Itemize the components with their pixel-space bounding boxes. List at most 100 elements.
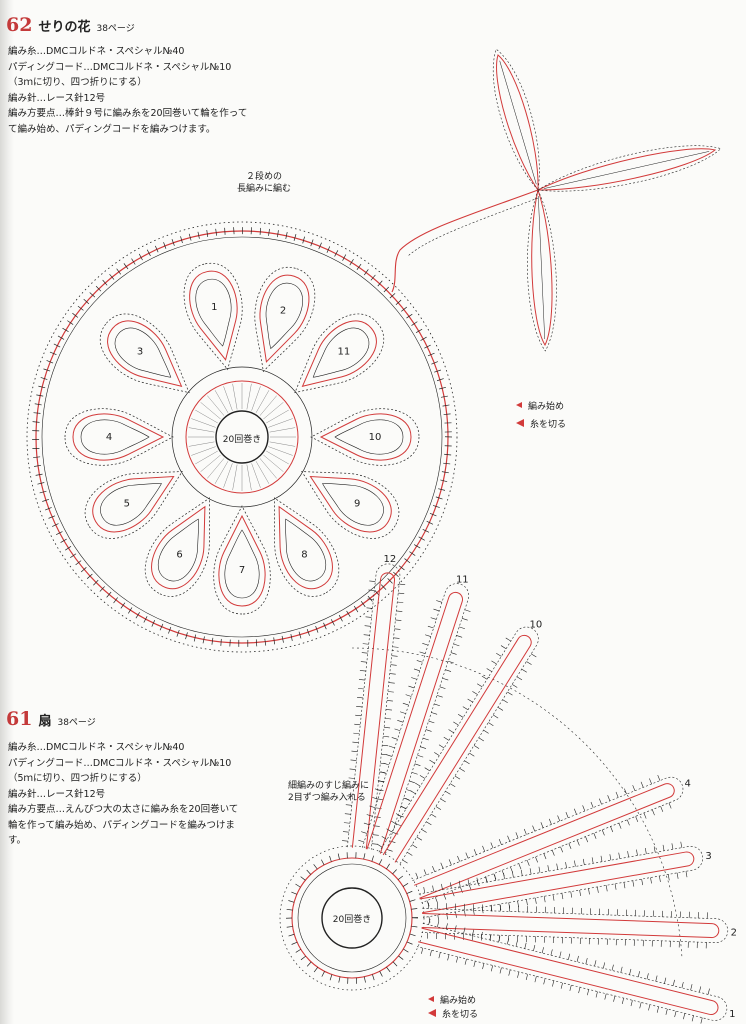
spec-line: 編み針…レース針12号 xyxy=(8,92,106,104)
rib-stitch-mark xyxy=(613,995,616,1002)
outer-stitch-mark xyxy=(33,456,41,458)
rib-stitch-mark xyxy=(426,821,432,826)
petal-outline xyxy=(144,497,210,597)
center-spoke xyxy=(255,390,270,413)
rib-stitch-mark xyxy=(374,788,381,791)
rib-stitch-mark xyxy=(668,802,672,809)
petal-inner xyxy=(114,327,172,378)
outer-stitch-mark xyxy=(215,228,217,236)
outer-stitch-mark xyxy=(293,234,297,241)
rib-stitch-mark xyxy=(603,962,606,969)
outer-stitch-mark xyxy=(62,327,69,332)
rib-stitch-mark xyxy=(441,883,443,890)
outer-stitch-mark xyxy=(60,538,67,543)
rib-stitch-mark xyxy=(494,874,496,881)
outer-stitch-mark xyxy=(120,602,126,609)
rib-stitch-mark xyxy=(438,952,441,959)
rib-stitch-mark xyxy=(591,857,594,864)
rib-stitch-mark xyxy=(421,829,427,833)
center-spoke xyxy=(207,458,225,479)
rib-stitch-mark xyxy=(463,927,466,934)
rib-stitch-mark xyxy=(579,890,581,897)
rib-stitch-mark xyxy=(368,589,375,591)
rib-stitch-mark xyxy=(372,797,379,800)
center-spoke xyxy=(268,446,293,456)
spec-line: （5ｍに切り、四つ折りにする） xyxy=(8,773,147,784)
rib-stitch-mark xyxy=(517,971,520,978)
rib-stitch-mark xyxy=(635,816,639,823)
rib-stitch-mark xyxy=(391,655,398,657)
rib-stitch-mark xyxy=(357,697,364,699)
rib-stitch-mark xyxy=(486,668,492,672)
outer-stitch-mark xyxy=(55,531,63,536)
fan-rib xyxy=(412,774,684,907)
rib-stitch-mark xyxy=(502,699,508,704)
fan-rib xyxy=(376,626,539,866)
rib-stitch-mark xyxy=(540,822,544,828)
rib-stitch-mark xyxy=(433,608,440,612)
rib-stitch-mark xyxy=(346,795,353,797)
rib-stitch-mark xyxy=(498,936,501,943)
rib-stitch-mark xyxy=(394,728,401,732)
legend-cut-label: 糸を切る xyxy=(530,419,567,430)
fan-rib xyxy=(358,583,471,856)
leaf-vein xyxy=(538,195,545,340)
outer-stitch-mark xyxy=(99,586,105,592)
center-spoke xyxy=(266,450,289,465)
outer-stitch-mark xyxy=(298,631,302,639)
rib-stitch-mark xyxy=(450,652,457,655)
rib-stitch-mark xyxy=(585,958,588,965)
rib-stitch-mark xyxy=(358,679,365,681)
rib-stitch-mark xyxy=(366,607,373,609)
rib-stitch-mark xyxy=(637,971,640,978)
petal-number: 9 xyxy=(354,499,360,510)
rib-stitch-mark xyxy=(491,660,497,665)
rib-stitch-mark xyxy=(352,741,359,744)
center-spoke xyxy=(207,395,225,416)
pattern-62-number: 62 xyxy=(6,14,33,36)
center-spoke xyxy=(188,441,215,447)
rib-stitch-mark xyxy=(410,790,416,795)
rib-stitch-mark xyxy=(533,944,536,951)
center-spoke xyxy=(259,395,277,416)
leaf xyxy=(527,188,557,352)
pattern-61-note: 細編みのすじ編みに 2目ずつ編み入れる xyxy=(288,780,369,804)
rib-stitch-mark xyxy=(385,718,392,720)
outer-stitch-mark xyxy=(323,622,327,630)
rib-stitch-mark xyxy=(387,691,394,693)
rib-stitch-mark xyxy=(359,670,366,672)
center-spoke xyxy=(266,409,289,424)
rib-stitch-mark xyxy=(657,774,661,781)
rib-stitch-mark xyxy=(417,754,424,758)
petal-number: 4 xyxy=(106,432,112,443)
outer-stitch-mark xyxy=(389,293,396,299)
note-line: 2目ずつ編み入れる xyxy=(288,793,366,803)
spec-line: 編み方要点…棒針９号に編み糸を20回巻いて輪を作って xyxy=(8,108,248,119)
center-spoke xyxy=(214,461,229,484)
spec-line: （3ｍに切り、四つ折りにする） xyxy=(8,77,147,88)
outer-stitch-mark xyxy=(70,553,77,558)
rib-stitch-mark xyxy=(453,643,460,647)
center-spoke xyxy=(263,454,284,472)
rib-stitch-mark xyxy=(535,856,538,863)
rib-stitch-mark xyxy=(358,839,365,843)
outer-stitch-mark xyxy=(334,250,339,257)
solid-arrow-icon xyxy=(428,1009,436,1017)
outer-stitch-mark xyxy=(131,258,136,265)
petal xyxy=(294,313,385,394)
rib-stitch-mark xyxy=(496,652,502,657)
pattern-62-specs: 編み糸…DMCコルドネ・スペシャル№40 パディングコード…DMCコルドネ・スペ… xyxy=(8,44,247,137)
legend-start-label: 編み始め xyxy=(528,401,565,412)
petal-inner xyxy=(322,483,384,526)
outer-stitch-mark xyxy=(438,488,446,491)
fan-stitch-mark xyxy=(286,908,293,911)
petal-number: 7 xyxy=(239,565,245,576)
rib-stitch-mark xyxy=(342,831,349,833)
outer-stitch-mark xyxy=(180,236,183,244)
outer-stitch-mark xyxy=(427,352,435,357)
rib-stitch-mark xyxy=(435,806,442,810)
center-spoke xyxy=(195,409,218,424)
rib-stitch-mark xyxy=(662,844,665,851)
pattern-62-three-leaf-motif xyxy=(391,48,722,352)
outer-stitch-mark xyxy=(75,560,82,566)
